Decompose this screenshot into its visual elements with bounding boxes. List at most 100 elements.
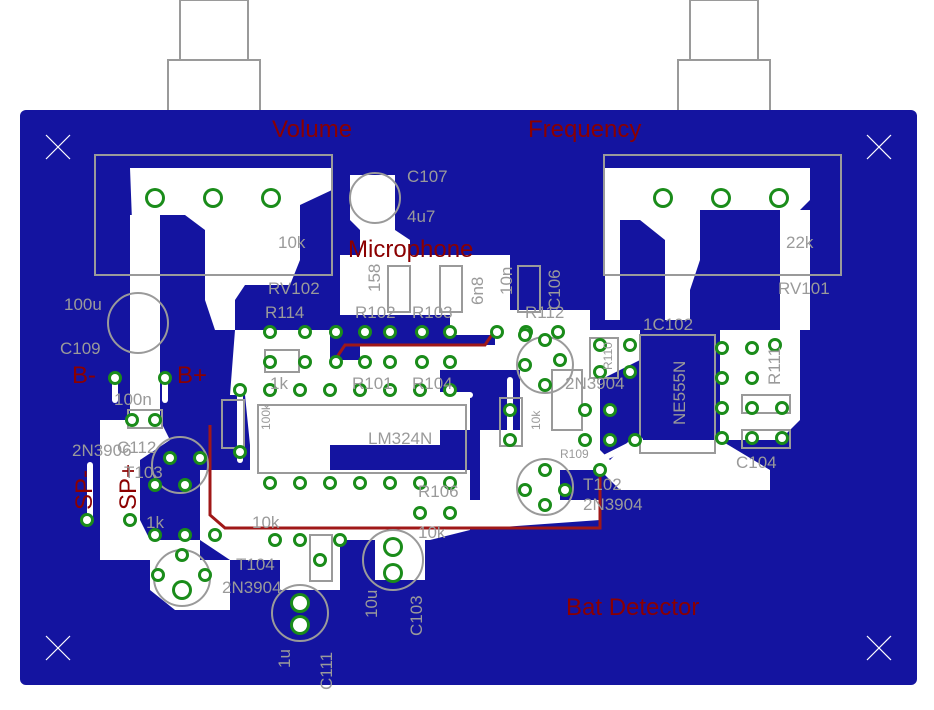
label-r102: R102 bbox=[355, 303, 396, 322]
pad-drill bbox=[293, 618, 307, 632]
pad-drill bbox=[493, 328, 501, 336]
pad-drill bbox=[581, 436, 589, 444]
pad-drill bbox=[236, 448, 244, 456]
pad-drill bbox=[718, 404, 726, 412]
pad-drill bbox=[301, 328, 309, 336]
pad-drill bbox=[326, 386, 334, 394]
label-sp-plus: SP+ bbox=[115, 464, 142, 510]
pad-drill bbox=[446, 358, 454, 366]
label-c103-value: 10u bbox=[362, 590, 381, 618]
pad-drill bbox=[148, 191, 162, 205]
pad-drill bbox=[296, 386, 304, 394]
label-c106: C106 bbox=[545, 269, 564, 310]
label-c112: C112 bbox=[117, 438, 156, 457]
pad-drill bbox=[175, 583, 189, 597]
component-pads bbox=[80, 188, 789, 635]
label-r104: R104 bbox=[412, 374, 453, 393]
pad-drill bbox=[154, 571, 162, 579]
label-b-plus: B+ bbox=[177, 362, 207, 389]
label-1k-r113: 1k bbox=[146, 513, 164, 532]
label-pot-left-value: 10k bbox=[278, 233, 306, 252]
label-r112: R112 bbox=[525, 303, 564, 322]
label-c107: C107 bbox=[407, 167, 448, 186]
pad-drill bbox=[554, 328, 562, 336]
pad-drill bbox=[161, 374, 169, 382]
pad-drill bbox=[596, 341, 604, 349]
label-r106: R106 bbox=[418, 482, 459, 501]
pad-drill bbox=[748, 434, 756, 442]
pad-drill bbox=[386, 358, 394, 366]
pad-drill bbox=[178, 551, 186, 559]
pad-drill bbox=[181, 481, 189, 489]
label-10k-r113: 10k bbox=[252, 513, 280, 532]
pad-drill bbox=[446, 479, 454, 487]
label-c104: C104 bbox=[736, 453, 777, 472]
pad-drill bbox=[446, 328, 454, 336]
pad-drill bbox=[541, 501, 549, 509]
pad-drill bbox=[416, 386, 424, 394]
pad-drill bbox=[506, 436, 514, 444]
pad-drill bbox=[748, 404, 756, 412]
pad-drill bbox=[778, 434, 786, 442]
label-c109-value: 100u bbox=[64, 295, 102, 314]
pad-drill bbox=[561, 486, 569, 494]
pad-drill bbox=[541, 466, 549, 474]
pad-drill bbox=[151, 531, 159, 539]
label-r111: R111 bbox=[765, 347, 784, 385]
pad-drill bbox=[506, 406, 514, 414]
pad-drill bbox=[714, 191, 728, 205]
pad-drill bbox=[151, 416, 159, 424]
pad-drill bbox=[718, 434, 726, 442]
label-r109: R109 bbox=[560, 447, 589, 461]
pad-drill bbox=[83, 516, 91, 524]
pad-drill bbox=[556, 356, 564, 364]
pad-drill bbox=[128, 416, 136, 424]
label-c102: 1C102 bbox=[643, 315, 693, 334]
label-sp-minus: SP- bbox=[71, 470, 98, 510]
label-r101: R101 bbox=[352, 374, 393, 393]
pad-drill bbox=[111, 374, 119, 382]
pad-drill bbox=[606, 406, 614, 414]
label-rv102: RV102 bbox=[268, 279, 320, 298]
pad-drill bbox=[336, 536, 344, 544]
label-c112-value: 100n bbox=[114, 390, 152, 409]
pad-drill bbox=[386, 386, 394, 394]
label-t102-part: 2N3904 bbox=[583, 495, 643, 514]
pad-drill bbox=[166, 454, 174, 462]
pad-drill bbox=[541, 381, 549, 389]
pad-drill bbox=[356, 479, 364, 487]
pad-drill bbox=[626, 341, 634, 349]
label-10k-r106: 10k bbox=[418, 523, 446, 542]
label-t103: T103 bbox=[124, 463, 163, 482]
pad-drill bbox=[596, 368, 604, 376]
pad-drill bbox=[264, 191, 278, 205]
label-t104: T104 bbox=[236, 555, 275, 574]
pad-drill bbox=[418, 358, 426, 366]
pad-drill bbox=[236, 386, 244, 394]
pad-drill bbox=[386, 540, 400, 554]
label-c111: C111 bbox=[317, 652, 336, 690]
pad-drill bbox=[271, 536, 279, 544]
label-c106-value: 10n bbox=[497, 267, 516, 295]
label-rv101: RV101 bbox=[778, 279, 830, 298]
label-volume: Volume bbox=[272, 116, 352, 143]
label-t103-part: 2N3906 bbox=[72, 441, 132, 460]
pad-drill bbox=[596, 466, 604, 474]
pad-drill bbox=[356, 386, 364, 394]
label-10k-r110: 10k bbox=[529, 410, 543, 430]
label-bat-detector: Bat Detector bbox=[566, 594, 699, 621]
pad-drill bbox=[771, 341, 779, 349]
pad-drill bbox=[326, 479, 334, 487]
label-100k: 100k bbox=[259, 403, 273, 430]
pad-drill bbox=[266, 386, 274, 394]
pad-drill bbox=[332, 358, 340, 366]
pad-drill bbox=[126, 516, 134, 524]
label-158: 158 bbox=[365, 264, 384, 292]
pad-drill bbox=[181, 531, 189, 539]
label-ne555: NE555N bbox=[670, 361, 689, 425]
pad-drill bbox=[521, 331, 529, 339]
pad-drill bbox=[656, 191, 670, 205]
label-6n8: 6n8 bbox=[468, 277, 487, 305]
label-t101-part: 2N3904 bbox=[565, 374, 625, 393]
